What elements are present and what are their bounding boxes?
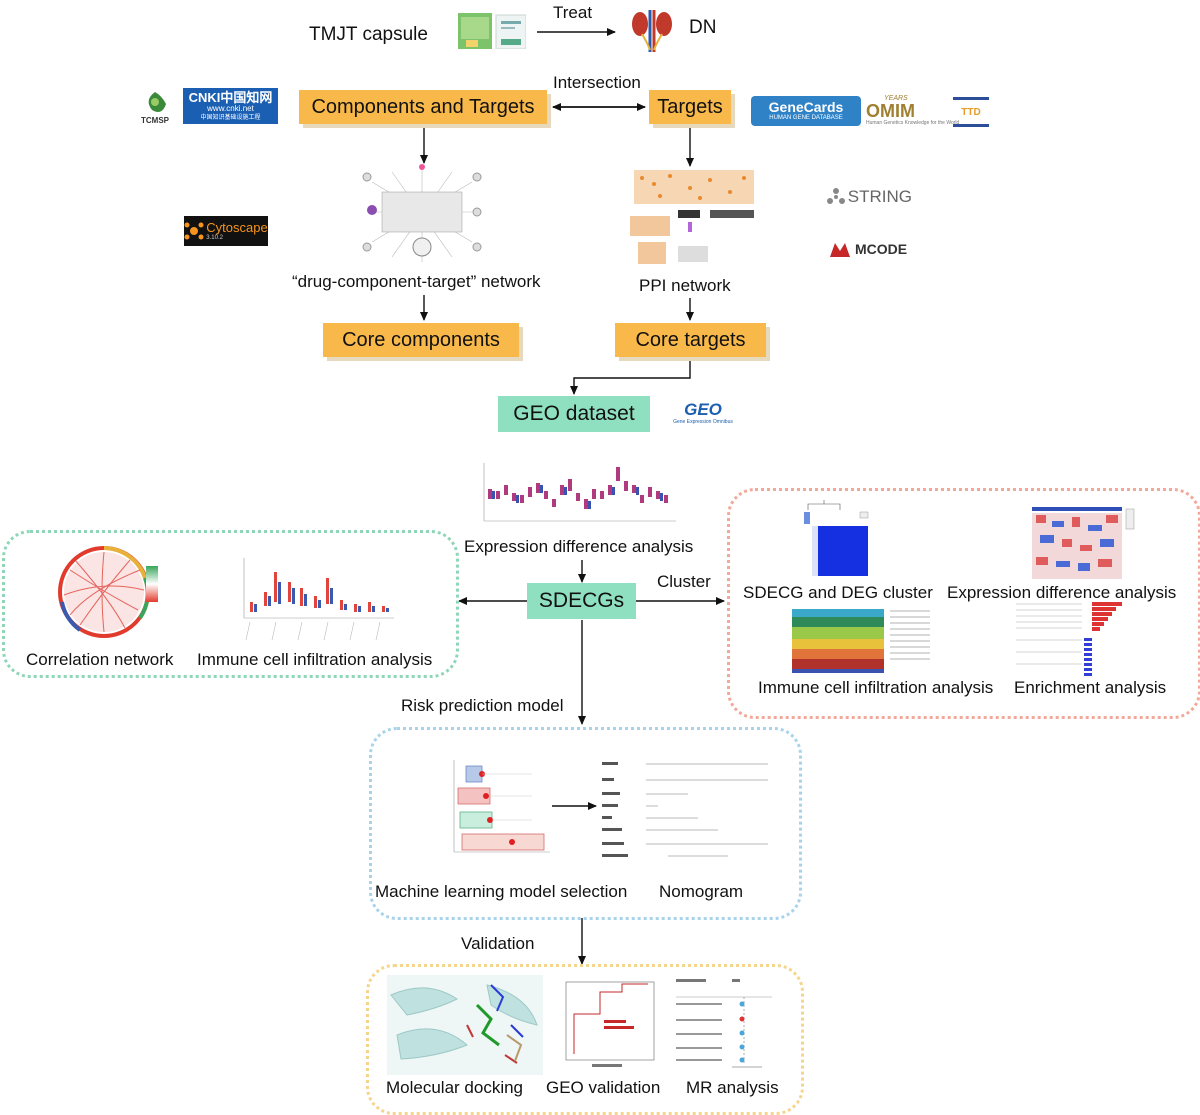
genecards-text: GeneCards [768,99,844,115]
core-components-box: Core components [323,323,519,357]
genecards-logo: GeneCards HUMAN GENE DATABASE [751,96,861,126]
geo-logo-sub: Gene Expression Omnibus [673,418,733,425]
tcmsp-text: TCMSP [141,115,169,125]
omim-logo: YEARS OMIM Human Genetics Knowledge for … [866,92,959,130]
chord-diagram-image [50,540,158,644]
expression-diff-right-label: Expression difference analysis [947,583,1177,602]
targets-box: Targets [649,90,731,124]
geo-logo-text: GEO [684,399,722,419]
expression-diff-label: Expression difference analysis [464,537,694,556]
core-targets-box: Core targets [615,323,766,357]
dn-label: DN [689,17,717,38]
capsule-label: TMJT capsule [309,24,428,45]
omim-text: OMIM [866,101,915,121]
enrichment-label: Enrichment analysis [1014,678,1167,697]
right-panel [727,488,1200,719]
validation-panel [366,964,804,1115]
mr-analysis-label: MR analysis [686,1078,779,1097]
ppi-network-label: PPI network [639,276,731,295]
chord-color-scale [146,566,158,602]
ppi-network-image [630,170,758,270]
immune-left-label: Immune cell infiltration analysis [197,650,433,669]
intersection-label: Intersection [553,73,641,92]
cytoscape-logo: Cytoscape 3.10.2 [184,216,268,246]
correlation-network-label: Correlation network [26,650,174,669]
arrow-to-geo [570,357,691,395]
immune-right-label: Immune cell infiltration analysis [758,678,994,697]
nomogram-image [598,758,770,862]
enrichment-bar-image [1012,600,1144,680]
string-logo: STRING [826,184,912,210]
mcode-text: MCODE [854,241,908,257]
nomogram-label: Nomogram [659,882,744,901]
cytoscape-version: 3.10.2 [206,234,223,241]
risk-panel [369,727,802,920]
string-text: STRING [847,187,912,206]
geo-logo: GEO Gene Expression Omnibus [672,398,734,428]
validation-label: Validation [461,934,535,953]
sdecg-deg-label: SDECG and DEG cluster [743,583,933,602]
geo-dataset-box: GEO dataset [498,396,650,432]
geo-roc-image [552,978,658,1072]
cytoscape-text: Cytoscape [206,219,268,235]
drug-network-image [352,162,492,270]
sdecgs-box: SDECGs [527,583,636,619]
ml-selection-label: Machine learning model selection [375,882,628,901]
omim-years-text: YEARS [884,95,908,102]
mr-forest-image [672,975,776,1073]
genecards-sub-text: HUMAN GENE DATABASE [769,115,843,121]
tcmsp-logo: TCMSP [137,88,173,126]
risk-model-label: Risk prediction model [401,696,564,715]
expression-heatmap-image [1022,505,1140,581]
docking-label: Molecular docking [386,1078,524,1097]
cnki-logo: CNKI中国知网 www.cnki.net 中国知识基础设施工程 [183,88,278,124]
treat-label: Treat [553,3,593,22]
omim-sub-text: Human Genetics Knowledge for the World [866,120,960,126]
drug-network-label: “drug-component-target” network [292,272,541,291]
kidney-icon [630,8,674,54]
ml-boxplot-image [432,748,552,860]
cnki-sub-text: 中国知识基础设施工程 [200,114,261,121]
cnki-main-text: CNKI中国知网 [188,89,273,105]
docking-image [387,975,543,1075]
expression-boxplot-image [478,455,678,531]
capsule-image [458,13,526,49]
ttd-logo: TTD [953,97,989,127]
cluster-label: Cluster [657,572,711,591]
geo-validation-label: GEO validation [546,1078,661,1097]
left-panel [2,530,459,678]
immune-boxplot-left-image [236,552,396,644]
mcode-logo: MCODE [826,237,910,261]
components-targets-box: Components and Targets [299,90,547,124]
cluster-heatmap-image [800,500,872,580]
ttd-text: TTD [961,106,981,118]
immune-stacked-bar-image [780,605,940,677]
cnki-url-text: www.cnki.net [207,103,254,113]
